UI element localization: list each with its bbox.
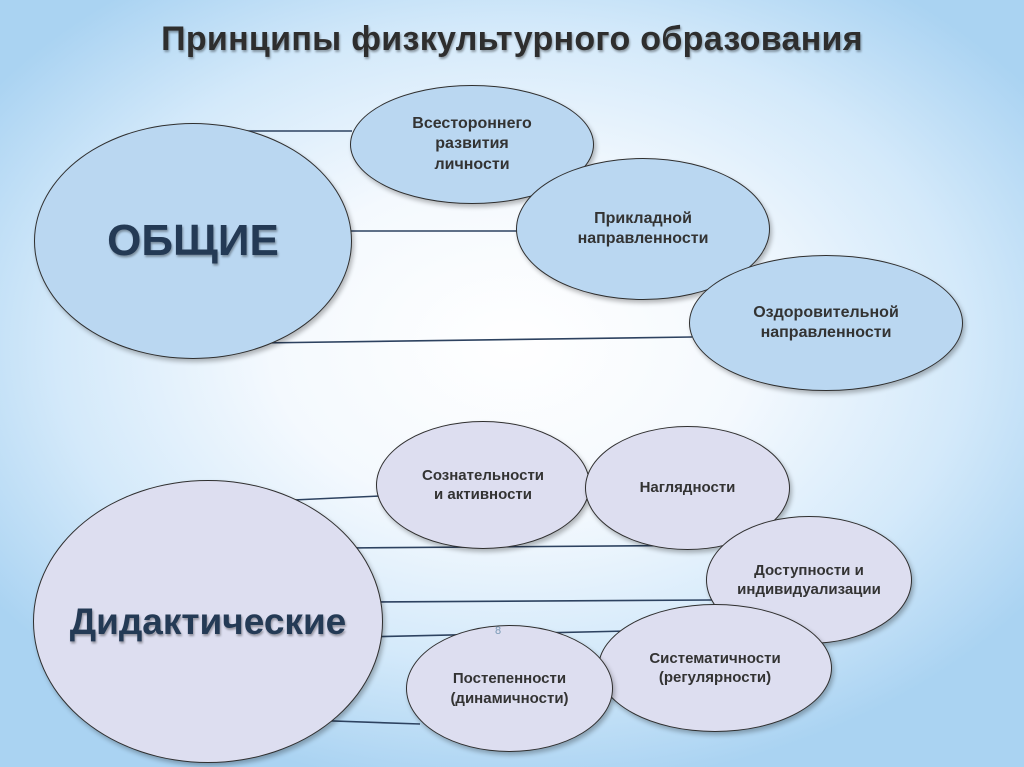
general-hub-label: ОБЩИЕ [107,215,279,265]
principle-label: Систематичности (регулярности) [649,649,781,686]
connector-general-3 [257,336,693,344]
principle-health-orientation: Оздоровительной направленности [689,255,963,391]
principle-label: Сознательности и активности [421,466,545,503]
didactic-hub-label: Дидактические [69,600,347,642]
general-principles-hub: ОБЩИЕ [34,123,352,359]
principle-label: Наглядности [639,479,736,497]
connector-didactic-3 [377,599,713,603]
connector-didactic-1 [292,495,381,501]
principle-systematic-regularity: Систематичности (регулярности) [598,604,832,732]
principle-consciousness-activity: Сознательности и активности [376,421,590,549]
principle-label: Постепенности (динамичности) [450,670,569,707]
didactic-principles-hub: Дидактические [33,480,383,763]
principle-label: Всестороннего развития личности [412,114,532,173]
slide-title: Принципы физкультурного образования [161,20,863,58]
principle-label: Прикладной направленности [577,209,709,247]
principle-gradualness-dynamics: Постепенности (динамичности) [406,625,613,752]
principle-label: Оздоровительной направленности [753,303,899,341]
principle-label: Доступности и индивидуализации [737,561,881,598]
page-number: 8 [495,625,502,637]
